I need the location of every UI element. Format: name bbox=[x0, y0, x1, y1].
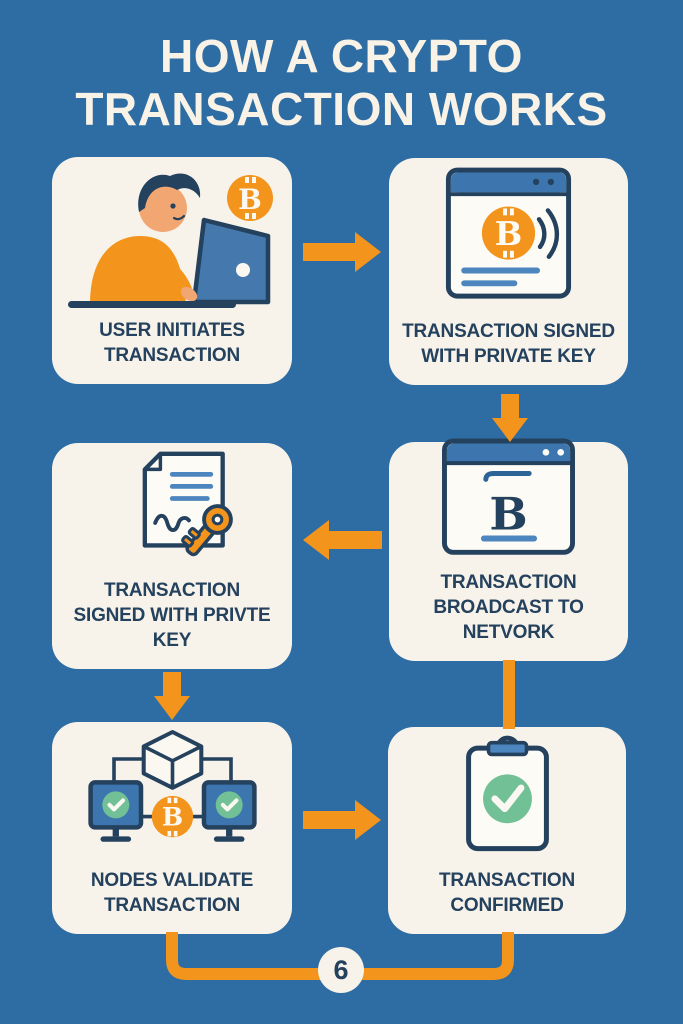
card-user-initiates-transaction: B USER INITIATES TRANSACTION bbox=[52, 157, 292, 384]
card-transaction-confirmed: TRANSACTION CONFIRMED bbox=[388, 727, 626, 934]
card-transaction-broadcast-network: B TRANSACTION BROADCAST TO NETVORK bbox=[389, 438, 628, 661]
svg-text:B: B bbox=[161, 802, 182, 832]
flow-arrow-right-step5-icon bbox=[303, 800, 381, 840]
card-transaction-signed-document-key: TRANSACTION SIGNED WITH PRIVTE KEY bbox=[52, 443, 292, 669]
step-caption: TRANSACTION SIGNED WITH PRIVTE KEY bbox=[73, 579, 271, 651]
flow-arrow-left-step3-icon bbox=[303, 520, 382, 560]
user-at-laptop-bitcoin-icon: B bbox=[52, 157, 292, 318]
svg-text:B: B bbox=[238, 183, 262, 216]
card-nodes-validate-transaction: B NODES VALIDATE TRANSACTION bbox=[52, 722, 292, 934]
document-with-key-icon bbox=[52, 443, 292, 578]
flow-arrow-down-step2-icon bbox=[492, 394, 528, 442]
browser-bitcoin-signature-icon: B bbox=[389, 158, 628, 319]
flow-connector-bottom bbox=[166, 932, 514, 980]
flow-arrow-right-step1-icon bbox=[303, 232, 381, 272]
svg-text:B: B bbox=[489, 487, 527, 541]
step-caption: TRANSACTION SIGNED WITH PRIVATE KEY bbox=[402, 320, 615, 367]
flow-arrow-down-step4-icon bbox=[154, 672, 190, 720]
browser-broadcast-b-icon: B bbox=[389, 438, 628, 570]
clipboard-checkmark-icon bbox=[388, 727, 626, 868]
step-caption: NODES VALIDATE TRANSACTION bbox=[90, 869, 254, 916]
flow-connector-vertical-line bbox=[503, 660, 515, 729]
step-caption: TRANSACTION BROADCAST TO NETVORK bbox=[433, 571, 584, 643]
card-transaction-signed-private-key: B TRANSACTION SIGNED WITH PRIVATE KEY bbox=[389, 158, 628, 385]
step-caption: USER INITIATES TRANSACTION bbox=[99, 319, 245, 366]
svg-text:B: B bbox=[495, 214, 522, 253]
cube-nodes-monitors-icon: B bbox=[52, 722, 292, 868]
infographic-title: HOW A CRYPTO TRANSACTION WORKS bbox=[75, 30, 608, 136]
step-caption: TRANSACTION CONFIRMED bbox=[438, 869, 576, 916]
step-count-badge: 6 bbox=[318, 947, 364, 993]
